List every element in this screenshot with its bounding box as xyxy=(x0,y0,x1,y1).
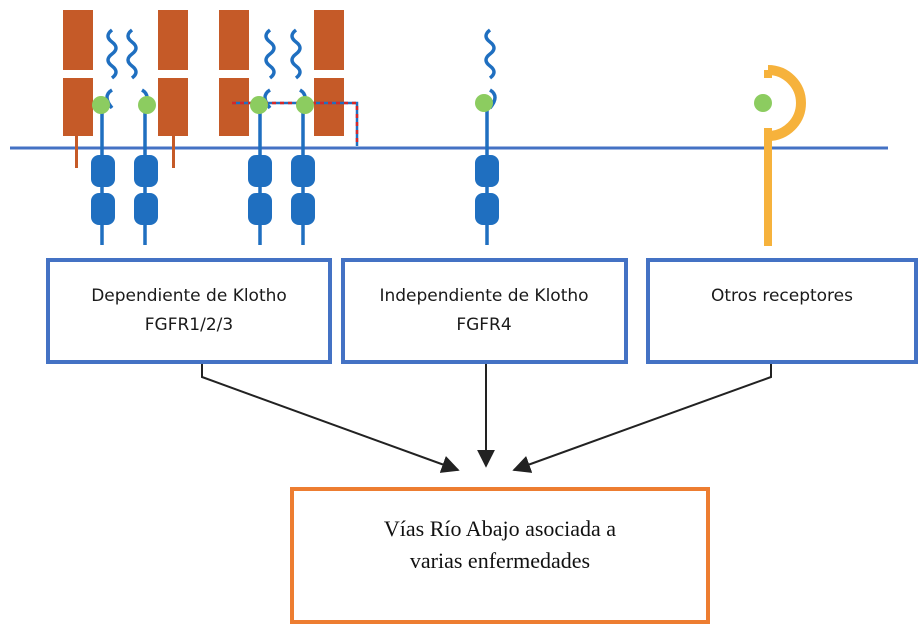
other-receptor-icon xyxy=(754,65,806,246)
box-other-receptors-line1: Otros receptores xyxy=(711,286,853,306)
klotho-coreceptor-icon xyxy=(219,10,344,136)
box-other-receptors: Otros receptores xyxy=(646,258,918,364)
fgf-ligand-icon xyxy=(475,94,493,112)
arrow-from-other xyxy=(512,364,772,473)
box-klotho-independent-line2: FGFR4 xyxy=(456,315,511,335)
box-klotho-independent: Independiente de Klotho FGFR4 xyxy=(341,258,628,364)
kinase-domain-icon xyxy=(475,155,499,225)
fgf-ligand-icon xyxy=(92,96,110,114)
output-line1: Vías Río Abajo asociada a xyxy=(384,516,616,541)
output-box: Vías Río Abajo asociada a varias enferme… xyxy=(290,487,710,624)
klotho-dependent-complex xyxy=(63,10,188,245)
kinase-domain-icon xyxy=(248,155,315,225)
box-klotho-independent-line1: Independiente de Klotho xyxy=(379,286,588,306)
box-klotho-dependent-line2: FGFR1/2/3 xyxy=(145,315,233,335)
dimerization-line-dash xyxy=(232,101,359,146)
fgf-ligand-icon xyxy=(296,96,314,114)
box-klotho-dependent-line1: Dependiente de Klotho xyxy=(91,286,287,306)
arrow-from-dependent xyxy=(201,364,460,473)
kinase-domain-icon xyxy=(91,155,158,225)
klotho-dependent-complex-2 xyxy=(219,10,359,245)
fgf-ligand-icon xyxy=(754,94,772,112)
output-line2: varias enfermedades xyxy=(410,548,590,573)
klotho-coreceptor-icon xyxy=(63,10,188,168)
arrows xyxy=(201,364,772,473)
fgf-ligand-icon xyxy=(250,96,268,114)
box-klotho-dependent: Dependiente de Klotho FGFR1/2/3 xyxy=(46,258,332,364)
fgf-ligand-icon xyxy=(138,96,156,114)
klotho-independent-complex xyxy=(475,28,499,245)
